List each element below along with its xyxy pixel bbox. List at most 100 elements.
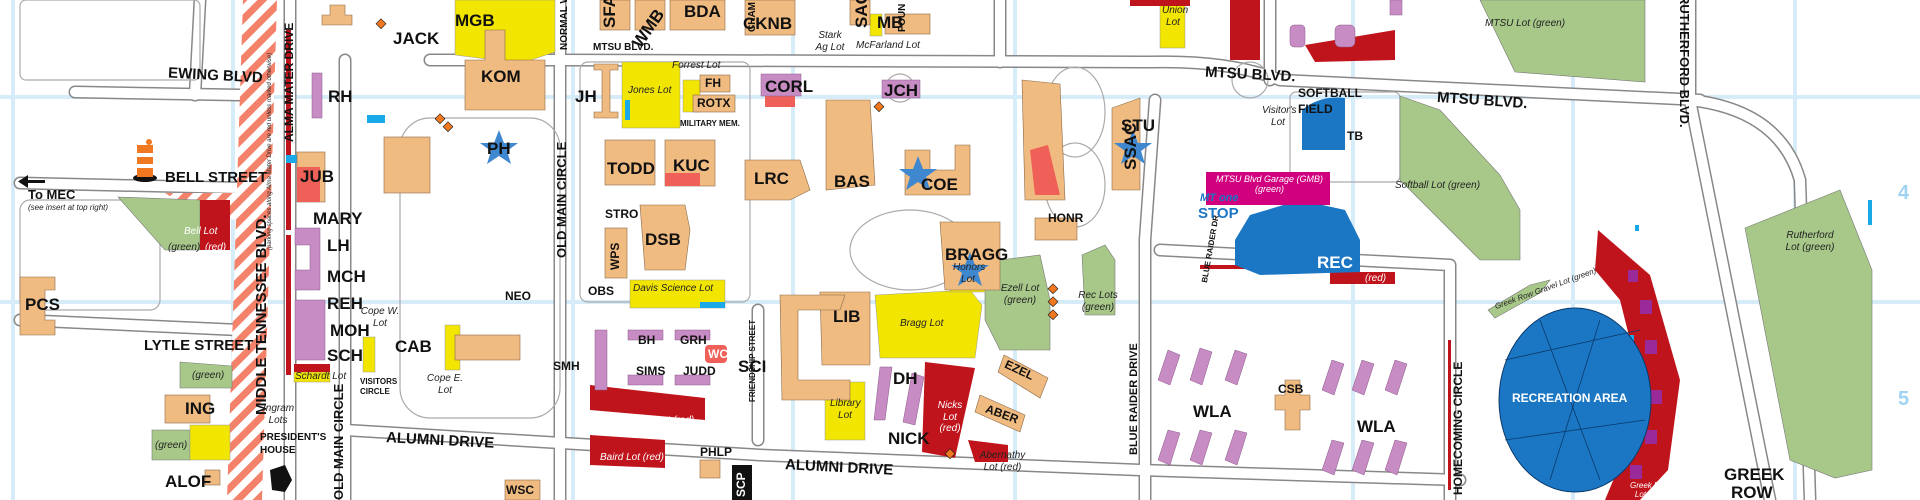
lot-honors: Honors Lot (953, 262, 986, 285)
building-dh: DH (893, 369, 918, 388)
lot-greek-row: Greek Row Lot (red) (1630, 481, 1671, 500)
residence-halls (294, 0, 1408, 476)
construction-zone (227, 0, 277, 500)
lot-rec: Rec Lots (green) (1078, 290, 1118, 313)
road-mtsu-blvd-west: MTSU BLVD. (593, 42, 654, 53)
military-memorial: MILITARY MEM. (680, 119, 740, 128)
lot-schardt: Schardt Lot (295, 371, 347, 382)
building-kom: KOM (481, 67, 521, 86)
building-sims: SIMS (636, 364, 666, 378)
lot-jones: Jones Lot (628, 85, 672, 96)
building-sag: SAG (852, 0, 871, 28)
lot-stark-ag: Stark Ag Lot (815, 30, 845, 53)
lot-judd-sims: Judd Sims Lot (red) (607, 415, 695, 426)
road-homecoming-circle: HOMECOMING CIRCLE (1451, 361, 1465, 495)
building-wc: WC (708, 347, 728, 361)
building-wsc: WSC (506, 483, 534, 497)
road-bell-street: BELL STREET (165, 169, 268, 186)
greek-row-label-2: ROW (1731, 483, 1773, 500)
arrow-left-icon (18, 175, 45, 188)
greek-row-label-1: GREEK (1724, 465, 1785, 484)
building-judd: JUDD (683, 364, 716, 378)
road-friendship-street: FRIENDSHIP STREET (748, 319, 757, 402)
building-stu: STU (1121, 116, 1155, 135)
softball-field-shape (1302, 97, 1345, 150)
lot-abernathy: Abernathy Lot (red) (979, 450, 1026, 473)
building-lrc: LRC (754, 169, 789, 188)
building-reh: REH (327, 294, 363, 313)
building-mgb: MGB (455, 11, 495, 30)
to-mec-label[interactable]: To MEC (28, 187, 76, 202)
lot-forrest: Forrest Lot (672, 60, 721, 71)
lot-cope-w: Cope W. Lot (360, 306, 400, 329)
building-ssac: SSAC (1121, 122, 1140, 170)
road-old-main-circle-north: OLD MAIN CIRCLE (554, 141, 569, 258)
presidents-house-label-1: PRESIDENT'S (260, 432, 327, 443)
road-normal-way: NORMAL WAY (559, 0, 570, 50)
building-pcs: PCS (25, 295, 60, 314)
building-ph: PH (487, 139, 511, 158)
lot-union: Union Lot (1162, 5, 1189, 28)
lot-red-csb: (red) (1365, 273, 1387, 284)
building-csb: CSB (1278, 382, 1304, 396)
building-moh: MOH (330, 321, 370, 340)
lot-nicks: Nicks Lot (red) (937, 400, 963, 434)
road-rutherford-blvd: RUTHERFORD BLVD. (1677, 0, 1692, 128)
lot-bragg: Bragg Lot (900, 318, 944, 329)
building-lib: LIB (833, 307, 861, 326)
building-mch: MCH (327, 267, 366, 286)
lot-cope-e: Cope E. Lot (426, 373, 464, 396)
building-lh: LH (327, 236, 350, 255)
building-honr: HONR (1048, 211, 1084, 225)
building-wps: WPS (608, 242, 622, 270)
garage-shape (1206, 172, 1330, 205)
recreation-area: RECREATION AREA (1512, 391, 1628, 405)
softball-field-label-1: SOFTBALL (1298, 86, 1362, 100)
road-blue-raider-drive: BLUE RAIDER DRIVE (1128, 343, 1140, 455)
building-cknb: CKNB (743, 14, 793, 33)
lot-ezell: Ezell Lot (green) (1000, 283, 1040, 306)
building-jack: JACK (393, 29, 440, 48)
lot-visitors: Visitor's Lot (1262, 105, 1297, 128)
building-ing: ING (185, 399, 216, 418)
building-cab: CAB (395, 337, 432, 356)
building-neo: NEO (505, 289, 532, 303)
one-stop-logo: STOP (1198, 205, 1239, 222)
lot-rutherford: Rutherford Lot (green) (1785, 230, 1835, 253)
road-founders-lane: FOUN (897, 3, 908, 32)
one-stop-logo-top: MT one (1200, 192, 1239, 204)
visitors-circle-label-2: CIRCLE (360, 387, 390, 396)
road-old-main-circle-south: OLD MAIN CIRCLE (331, 383, 346, 500)
building-bda: BDA (684, 2, 721, 21)
lot-bell-red: (red) (205, 242, 227, 253)
softball-field-label-2: FIELD (1298, 102, 1333, 116)
building-kuc: KUC (673, 156, 710, 175)
road-lytle-street: LYTLE STREET (144, 337, 254, 354)
building-smh: SMH (553, 359, 580, 373)
lot-baird: Baird Lot (red) (600, 452, 664, 463)
building-obs: OBS (588, 284, 615, 298)
lot-red-wla: (red) (1200, 327, 1222, 338)
building-wla-east: WLA (1357, 417, 1396, 436)
building-corl: CORL (765, 77, 814, 96)
see-insert-note: (see insert at top right) (28, 203, 109, 212)
grid-number-5: 5 (1898, 388, 1910, 410)
lot-davis-science: Davis Science Lot (633, 283, 714, 294)
building-rec: REC (1317, 253, 1353, 272)
lot-mcfarland: McFarland Lot (856, 40, 920, 51)
building-stro: STRO (605, 207, 639, 221)
lot-bell-green: (green) (168, 242, 201, 253)
presidents-house-label-2: HOUSE (260, 445, 296, 456)
building-jub: JUB (300, 167, 335, 186)
building-bragg: BRAGG (945, 245, 1009, 264)
building-bh: BH (638, 333, 656, 347)
building-alof: ALOF (165, 472, 212, 491)
building-coe: COE (921, 175, 958, 194)
lot-bell: Bell Lot (184, 226, 218, 237)
grid-number-4: 4 (1898, 182, 1910, 204)
rec-center-shape (1235, 200, 1360, 275)
lot-mtsu-blvd-garage: MTSU Blvd Garage (GMB) (green) (1215, 174, 1324, 195)
alma-mater-parking-note: (parking spaces along Alma Mater Drive a… (267, 52, 273, 250)
building-sfa: SFA (600, 0, 619, 28)
building-tb: TB (1347, 129, 1363, 143)
